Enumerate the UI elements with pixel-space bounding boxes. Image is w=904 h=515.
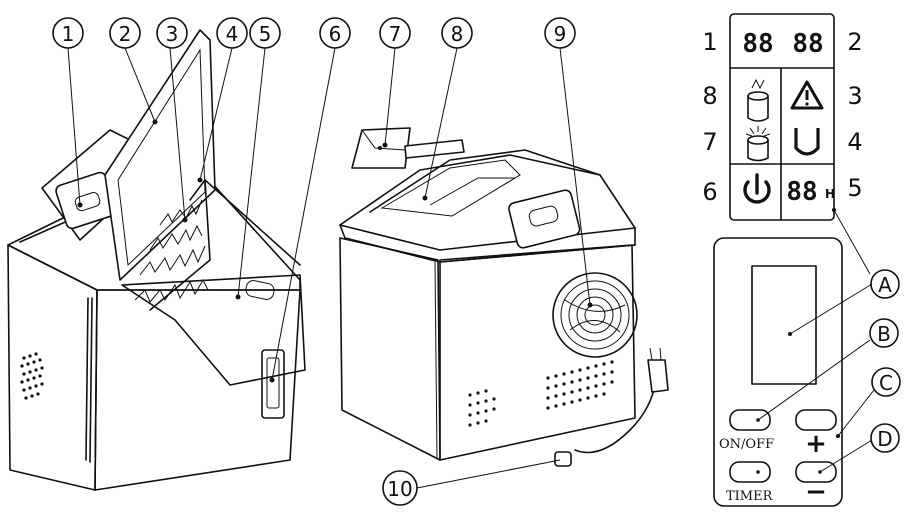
ice-basket [121,274,306,386]
timer-label: TIMER [726,489,774,504]
body-right-face-2 [439,244,636,461]
callout-2: 2 [109,17,141,49]
callout-5: 5 [249,17,281,49]
callout-d: D [870,423,900,453]
fan-grille [552,272,638,358]
rear-vent [468,360,614,427]
panel-num-4: 4 [847,128,862,156]
panel-num-8: 8 [702,82,717,110]
on-off-label: ON/OFF [719,437,774,452]
ice-maker-closed-view [339,47,669,489]
lid [104,29,216,281]
side-window [261,349,285,419]
svg-text:3: 3 [166,22,179,46]
ice-full-icon [747,78,769,122]
callout-4: 4 [216,17,248,49]
callout-c: C [871,367,901,397]
svg-text:B: B [877,322,891,346]
power-plug [647,359,669,393]
callout-8: 8 [441,17,473,49]
callout-a: A [870,269,900,299]
water-low-icon [794,128,820,156]
remote-control: ON/OFF TIMER + − A B C D [713,208,901,507]
svg-text:7: 7 [389,22,402,46]
timer-button[interactable] [729,461,771,483]
power-cord [574,384,656,454]
svg-text:9: 9 [554,22,567,46]
svg-text:6: 6 [329,22,342,46]
callout-6: 6 [319,17,351,49]
plus-symbol: + [805,429,827,459]
panel-num-1: 1 [702,28,717,56]
side-vent [20,352,44,400]
svg-text:2: 2 [119,22,132,46]
body-front-face [94,289,301,491]
callout-10: 10 [382,470,418,506]
callout-b: B [869,318,899,348]
svg-text:10: 10 [387,477,412,501]
control-panel-display: 88 88 88 H 1 [702,13,863,221]
on-off-button[interactable] [729,409,771,431]
body-left-face [7,244,98,491]
plus-button[interactable] [795,409,837,431]
panel-num-5: 5 [847,174,862,202]
timer-unit: H [825,187,835,201]
svg-text:5: 5 [259,22,272,46]
callout-3: 3 [156,17,188,49]
ice-scoop [351,127,465,169]
drain-plug [554,451,572,467]
remote-screen [751,265,817,385]
power-icon [743,173,771,204]
svg-text:C: C [879,371,893,395]
svg-text:8: 8 [451,22,464,46]
clock-hours: 88 [742,29,773,59]
body-left-face-2 [339,237,441,461]
minus-button[interactable] [795,461,837,483]
callout-7: 7 [379,17,411,49]
ice-maker-open-view [7,29,336,491]
clock-minutes: 88 [792,29,823,59]
warning-icon [790,80,824,110]
svg-text:D: D [877,427,892,451]
callout-1: 1 [52,17,84,49]
timer-digits: 88 [786,177,817,207]
svg-text:4: 4 [226,22,239,46]
panel-num-2: 2 [847,28,862,56]
panel-num-7: 7 [702,128,717,156]
callout-9: 9 [544,17,576,49]
ice-making-icon [745,126,771,162]
panel-num-3: 3 [847,82,862,110]
minus-symbol: − [805,477,827,507]
panel-num-6: 6 [702,178,717,206]
svg-text:1: 1 [62,22,75,46]
svg-text:A: A [878,273,892,297]
